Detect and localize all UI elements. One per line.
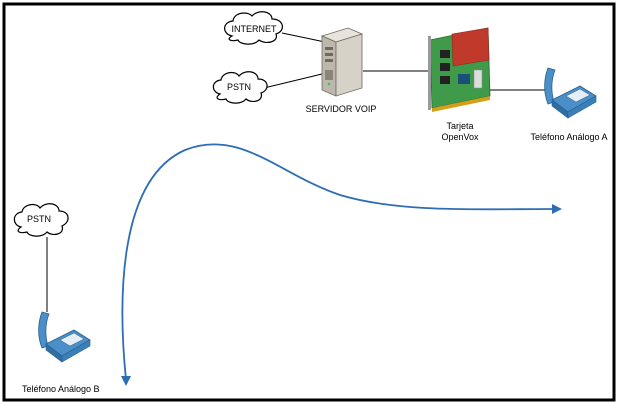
- cloud-icon: [13, 203, 69, 237]
- card-label-line2: OpenVox: [441, 132, 479, 142]
- card-label-line1: Tarjeta: [446, 121, 474, 131]
- cloud-icon: [224, 11, 283, 45]
- connection-lines: [46, 32, 548, 312]
- phone-a-label: Teléfono Análogo A: [530, 132, 608, 142]
- cloud-label-pstn-top: PSTN: [226, 82, 251, 92]
- analog-phone-icon: [38, 311, 91, 363]
- curved-arrow-icon: [121, 143, 562, 386]
- cloud-label-pstn-left: PSTN: [26, 214, 51, 224]
- phone-b-label: Teléfono Análogo B: [22, 384, 100, 394]
- server-label: SERVIDOR VOIP: [305, 104, 377, 114]
- network-card-icon: [428, 27, 491, 112]
- line-internet-server: [281, 32, 326, 43]
- line-pstn-server: [263, 73, 323, 89]
- analog-phone-icon: [544, 67, 597, 119]
- server-icon: [320, 27, 364, 97]
- cloud-label-internet: INTERNET: [231, 24, 277, 34]
- cloud-icon: [212, 71, 268, 104]
